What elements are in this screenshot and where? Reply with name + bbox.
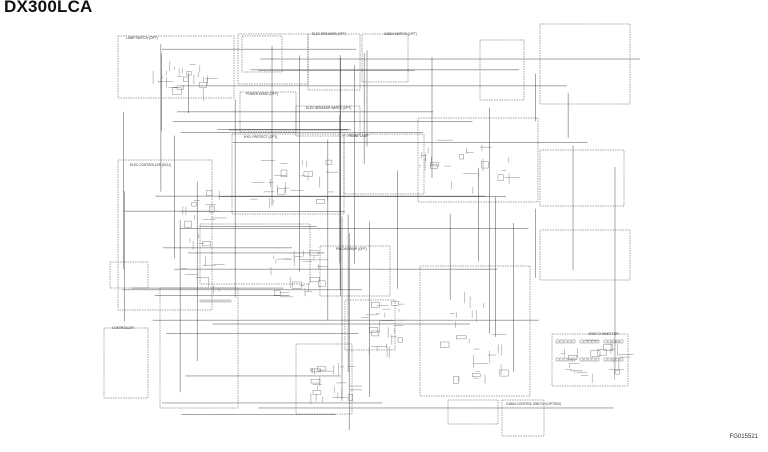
section-label-pinch-crimp: PINCH/CRIMP (OPT) <box>336 247 367 251</box>
section-label-cabin-switch: CABIN SWITCH (OPT) <box>384 32 417 36</box>
section-label-lamp-switch: LAMP SWITCH (OPT) <box>126 36 158 40</box>
page-title: DX300LCA <box>4 0 93 16</box>
section-label-joint-connector: JOINT CONNECTOR <box>588 332 619 336</box>
document-number: FG015521 <box>729 434 758 440</box>
section-label-front-lamp: FRONT LAMP <box>348 134 369 138</box>
section-label-ecu: ELEC CONTROLLER (ECU) <box>130 163 171 167</box>
section-label-cabin-control-switch: CABIN CONTROL SWITCH (OPTION) <box>506 402 561 406</box>
section-label-controller: CONTROLLER <box>112 326 134 330</box>
section-label-power-mode: POWER MODE (OPT) <box>246 92 279 96</box>
section-label-elec-breaker-wires: ELEC BREAKER WIRES (OPT) <box>306 106 352 110</box>
section-label-elec-breaker: ELEC BREAKER (OPT) <box>312 32 347 36</box>
section-label-hyd-protect: HYD. PROTECT (OPT) <box>244 135 278 139</box>
